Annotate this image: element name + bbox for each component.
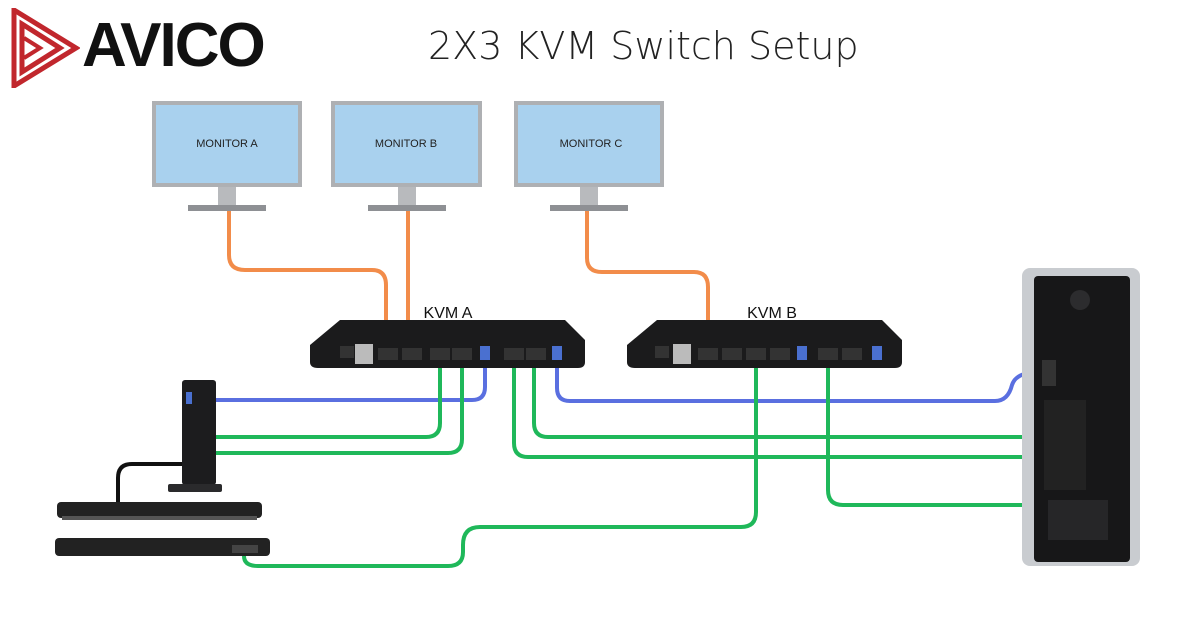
cable-monitor-c: [585, 206, 710, 347]
laptop-1: [57, 502, 262, 520]
monitor-c-label: MONITOR C: [560, 138, 623, 150]
monitor-a-label: MONITOR A: [196, 138, 258, 150]
monitor-a: MONITOR A: [152, 101, 302, 211]
avico-logo-mark: [11, 8, 80, 88]
monitor-c: MONITOR C: [514, 101, 664, 211]
cable-monitor-a: [227, 206, 388, 340]
cable-hdmi-pc-1: [512, 358, 1062, 459]
cable-dock-laptop: [116, 462, 186, 516]
cable-hdmi-dock-2: [188, 356, 464, 455]
page-title: 2X3 KVM Switch Setup: [428, 24, 859, 68]
cable-hdmi-pc-2: [532, 358, 1054, 439]
avico-logo-text: AVICO: [82, 11, 266, 80]
cable-hdmi-dock-1: [188, 356, 442, 439]
kvm-b-label: KVM B: [747, 305, 797, 322]
laptop-2: [55, 538, 270, 556]
monitor-b-label: MONITOR B: [375, 138, 437, 150]
cable-usb-dock: [198, 350, 487, 402]
kvm-b: KVM B: [627, 305, 902, 368]
monitor-b: MONITOR B: [331, 101, 482, 211]
kvm-a: KVM A: [310, 305, 585, 368]
cable-usb-pc: [555, 350, 1042, 403]
cable-hdmi-laptop: [242, 358, 758, 568]
kvm-a-label: KVM A: [424, 305, 473, 322]
docking-station: [168, 380, 222, 492]
pc-tower: [1022, 268, 1140, 566]
